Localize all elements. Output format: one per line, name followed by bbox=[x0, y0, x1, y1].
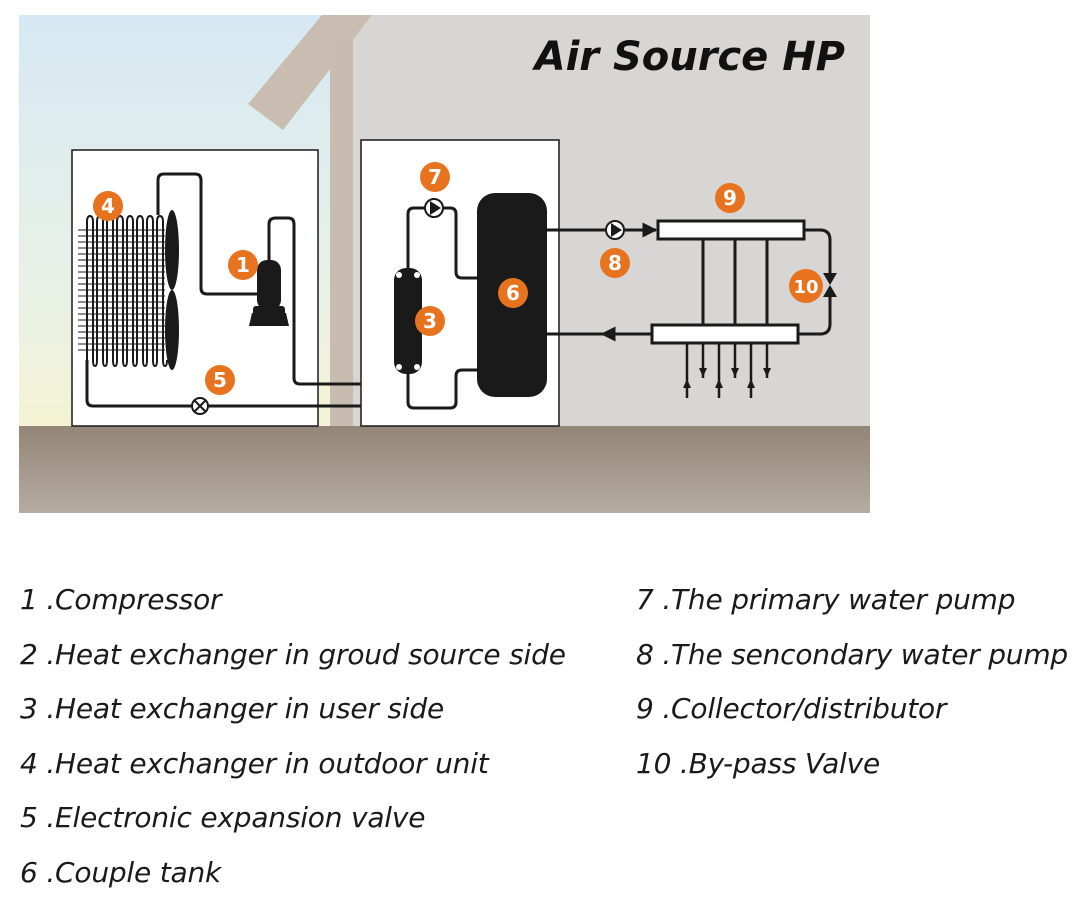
primary-pump-icon bbox=[424, 198, 444, 218]
legend-item-user-heat-exchanger: 3 .Heat exchanger in user side bbox=[20, 692, 444, 725]
legend-item-secondary-pump: 8 .The sencondary water pump bbox=[636, 637, 1068, 671]
badge-primary-pump: 7 bbox=[420, 162, 450, 192]
number-badges: 1 3 4 5 6 7 8 9 10 bbox=[93, 162, 823, 395]
ground bbox=[19, 426, 870, 513]
legend-left: 1 .Compressor 2 .Heat exchanger in groud… bbox=[20, 578, 566, 905]
badge-compressor: 1 bbox=[228, 250, 258, 280]
badge-outdoor-heat-exchanger-label: 4 bbox=[101, 194, 115, 218]
badge-user-heat-exchanger: 3 bbox=[415, 306, 445, 336]
badge-expansion-valve-label: 5 bbox=[213, 368, 227, 392]
badge-outdoor-heat-exchanger: 4 bbox=[93, 191, 123, 221]
compressor-icon bbox=[249, 260, 289, 326]
fan-icon bbox=[165, 210, 179, 370]
badge-primary-pump-label: 7 bbox=[428, 165, 442, 189]
badge-couple-tank: 6 bbox=[498, 278, 528, 308]
manifold-links bbox=[701, 239, 769, 325]
expansion-valve-icon bbox=[191, 397, 209, 415]
badge-collector-label: 9 bbox=[723, 186, 737, 210]
secondary-pump-icon bbox=[605, 220, 625, 240]
house-post bbox=[330, 40, 353, 426]
legend-item-couple-tank: 6 .Couple tank bbox=[20, 855, 222, 889]
legend-item-outdoor-heat-exchanger: 4 .Heat exchanger in outdoor unit bbox=[20, 746, 489, 780]
legend-item-primary-pump: 7 .The primary water pump bbox=[636, 583, 1016, 616]
legend-item-bypass-valve: 10 .By-pass Valve bbox=[636, 746, 881, 780]
collector-icon bbox=[656, 219, 806, 241]
heat-pump-diagram: Air Source HP bbox=[19, 15, 870, 513]
badge-couple-tank-label: 6 bbox=[506, 281, 520, 305]
badge-user-heat-exchanger-label: 3 bbox=[423, 309, 437, 333]
bypass-valve-icon bbox=[823, 273, 837, 297]
diagram-title: Air Source HP bbox=[532, 34, 845, 80]
water-pipes-indoor bbox=[406, 206, 478, 410]
badge-secondary-pump-label: 8 bbox=[608, 251, 622, 275]
legend-item-collector: 9 .Collector/distributor bbox=[636, 692, 947, 725]
plate-heat-exchanger-icon bbox=[394, 268, 422, 374]
legend-item-compressor: 1 .Compressor bbox=[20, 583, 222, 616]
badge-secondary-pump: 8 bbox=[600, 248, 630, 278]
distributor-icon bbox=[650, 323, 800, 345]
badge-expansion-valve: 5 bbox=[205, 365, 235, 395]
water-pipes-outdoor bbox=[547, 222, 832, 342]
badge-compressor-label: 1 bbox=[236, 253, 250, 277]
circuit-arrows bbox=[683, 343, 771, 398]
badge-bypass-valve-label: 10 bbox=[793, 277, 818, 298]
legend-item-ground-heat-exchanger: 2 .Heat exchanger in groud source side bbox=[20, 637, 566, 671]
badge-bypass-valve: 10 bbox=[789, 269, 823, 303]
legend-item-expansion-valve: 5 .Electronic expansion valve bbox=[20, 801, 426, 834]
legend-right: 7 .The primary water pump 8 .The sencond… bbox=[636, 578, 1068, 796]
badge-collector: 9 bbox=[715, 183, 745, 213]
